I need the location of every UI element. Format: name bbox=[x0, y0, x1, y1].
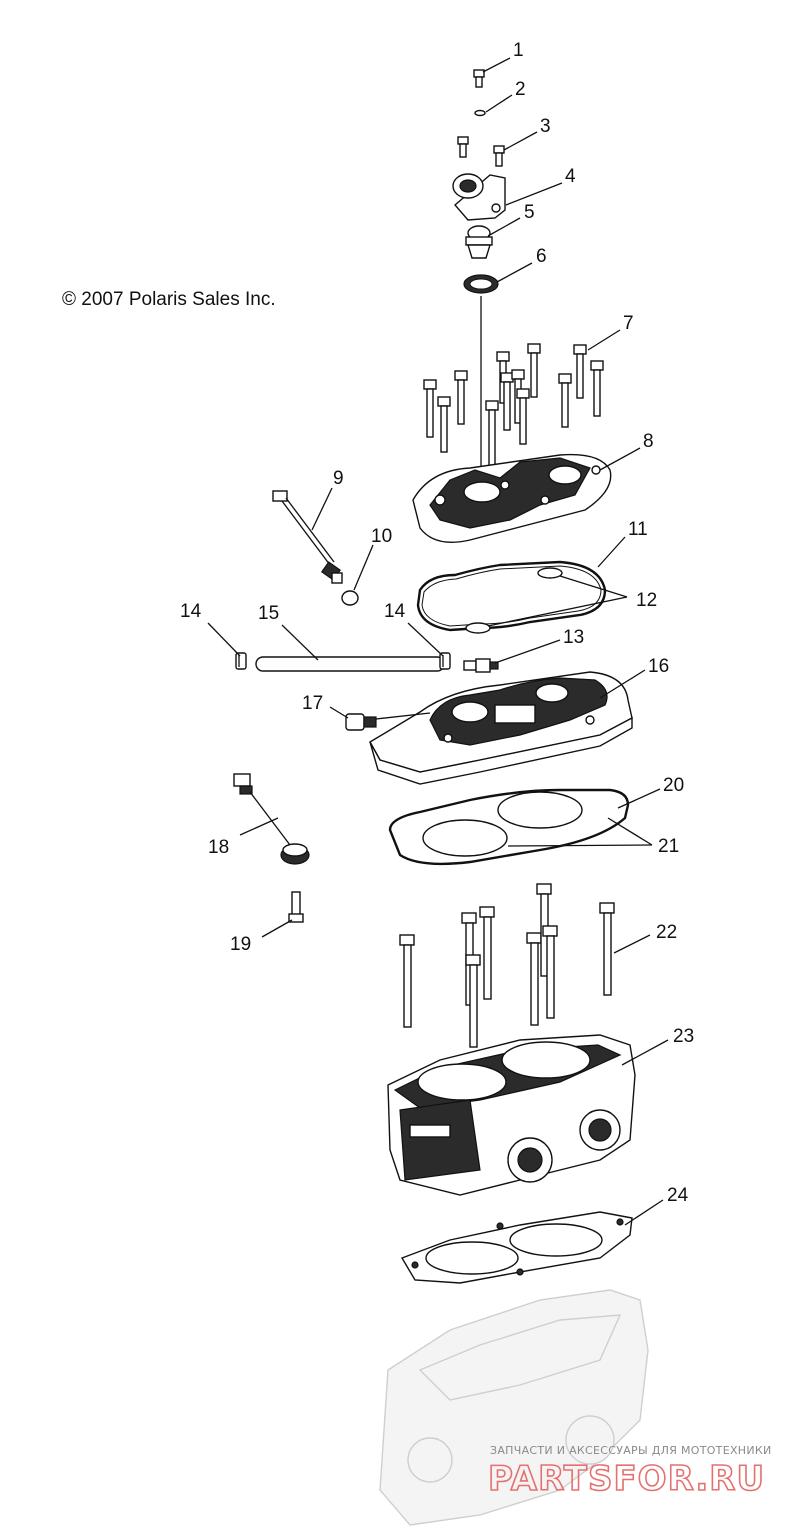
callout-11: 11 bbox=[628, 519, 648, 540]
part-orings-21 bbox=[422, 791, 583, 857]
callout-22: 22 bbox=[656, 922, 677, 943]
part-bolt-3a bbox=[457, 136, 469, 158]
callout-3: 3 bbox=[540, 116, 551, 137]
part-head-bolts-7 bbox=[423, 343, 604, 469]
part-head-cover-8 bbox=[412, 453, 612, 543]
part-base-gasket-24 bbox=[400, 1211, 633, 1284]
part-gasket-20 bbox=[388, 788, 630, 866]
callout-20: 20 bbox=[663, 775, 684, 796]
part-knock-sensor-18 bbox=[233, 773, 310, 865]
callout-17: 17 bbox=[302, 693, 323, 714]
part-hose-15 bbox=[255, 656, 445, 672]
callout-14-right: 14 bbox=[384, 601, 406, 622]
callout-21: 21 bbox=[658, 836, 679, 857]
part-clamp-14a bbox=[235, 652, 247, 670]
ghost-crankcase bbox=[379, 1289, 649, 1526]
part-stud-19 bbox=[288, 891, 304, 923]
callout-23: 23 bbox=[673, 1026, 694, 1047]
callout-2: 2 bbox=[515, 79, 526, 100]
callout-6: 6 bbox=[536, 246, 547, 267]
callout-24: 24 bbox=[667, 1185, 689, 1206]
part-fitting-13 bbox=[463, 658, 499, 673]
part-orings-12 bbox=[465, 567, 563, 634]
callout-14-left: 14 bbox=[180, 601, 202, 622]
callout-1: 1 bbox=[513, 40, 524, 61]
part-sensor-9 bbox=[272, 490, 343, 584]
part-cylinder-block-23 bbox=[387, 1034, 636, 1196]
part-thermostat-5 bbox=[465, 225, 493, 259]
callout-10: 10 bbox=[371, 526, 392, 547]
callout-16: 16 bbox=[648, 656, 669, 677]
watermark-tagline: ЗАПЧАСТИ И АКСЕССУАРЫ ДЛЯ МОТОТЕХНИКИ bbox=[490, 1444, 772, 1457]
callout-18: 18 bbox=[208, 837, 229, 858]
callout-12: 12 bbox=[636, 590, 657, 611]
callout-7: 7 bbox=[623, 313, 634, 334]
watermark-brand: PARTSFOR.RU bbox=[488, 1459, 765, 1499]
callout-19: 19 bbox=[230, 934, 251, 955]
callout-9: 9 bbox=[333, 468, 344, 489]
part-clamp-14b bbox=[439, 652, 451, 670]
part-fitting-17 bbox=[345, 713, 377, 731]
part-cylinder-bolts-22 bbox=[399, 883, 615, 1048]
callout-5: 5 bbox=[524, 202, 535, 223]
part-cylinder-head-16 bbox=[369, 671, 633, 785]
part-outlet-elbow-4 bbox=[452, 173, 506, 221]
callout-labels: 1 2 3 4 5 6 7 8 9 10 11 12 13 14 14 15 1… bbox=[180, 40, 694, 1206]
callout-4: 4 bbox=[565, 166, 576, 187]
part-oring-10 bbox=[341, 590, 359, 606]
part-washer-2 bbox=[474, 109, 486, 117]
callout-13: 13 bbox=[563, 627, 584, 648]
callout-15: 15 bbox=[258, 603, 279, 624]
watermark: ЗАПЧАСТИ И АКСЕССУАРЫ ДЛЯ МОТОТЕХНИКИ PA… bbox=[487, 1444, 772, 1500]
part-bolt-1 bbox=[473, 69, 485, 88]
copyright-text: © 2007 Polaris Sales Inc. bbox=[62, 289, 276, 310]
part-seal-6 bbox=[463, 274, 499, 294]
leader-lines bbox=[207, 57, 669, 1226]
part-bolt-3b bbox=[493, 145, 505, 167]
callout-8: 8 bbox=[643, 431, 654, 452]
part-gasket-11 bbox=[416, 560, 607, 632]
